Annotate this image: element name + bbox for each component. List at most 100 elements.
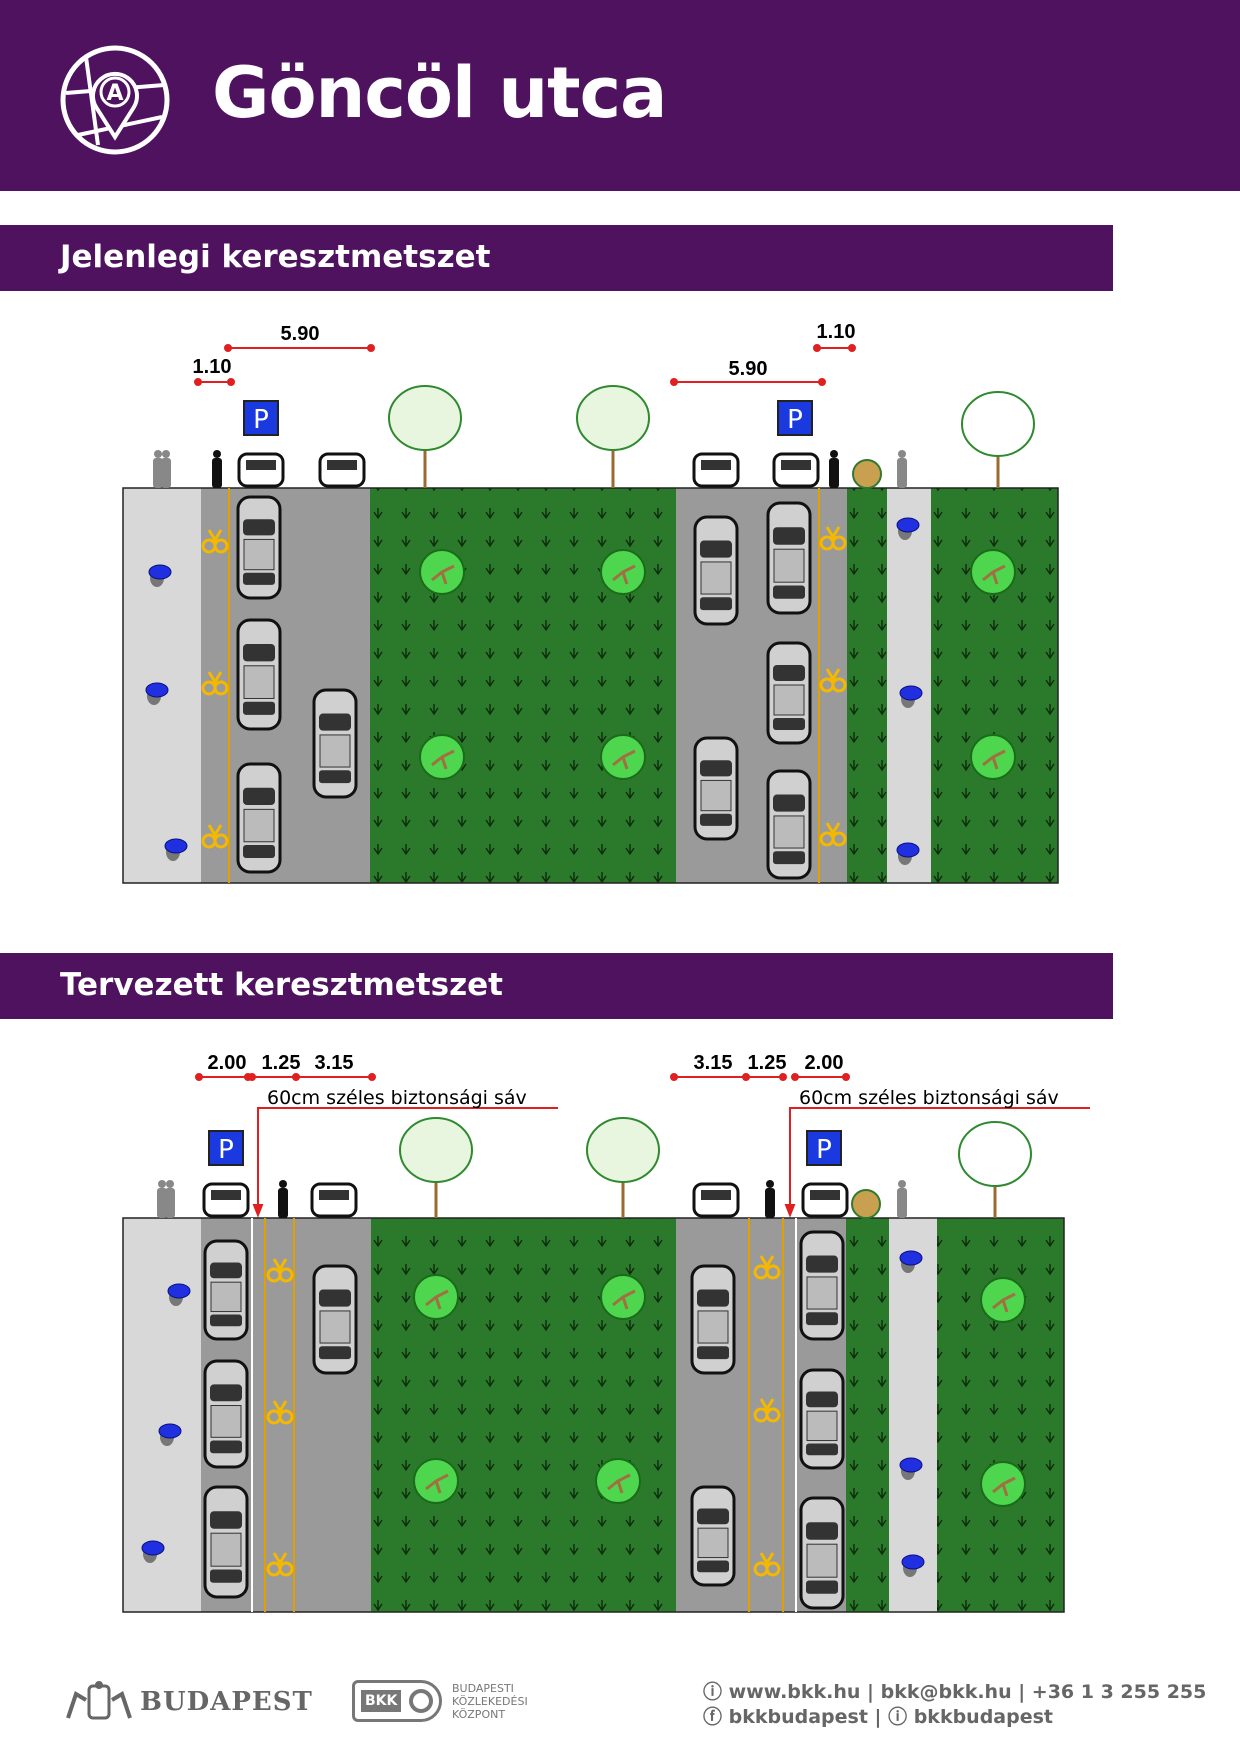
pedestrian-top-view (148, 564, 172, 587)
tree-top-view (970, 734, 1016, 780)
parking-sign: P (787, 405, 803, 435)
tree-top-view (600, 734, 646, 780)
pedestrian-top-view (899, 685, 923, 708)
car-top-view (236, 762, 282, 874)
pedestrian-top-view (899, 1457, 923, 1480)
person-elevation (765, 1180, 775, 1218)
diagram-border (122, 1217, 1065, 1613)
pedestrian-top-view (158, 1423, 182, 1446)
dimension-label: 1.10 (817, 321, 856, 343)
parking-sign: P (816, 1135, 832, 1165)
parking-sign: P (218, 1135, 234, 1165)
grass-strip (371, 1218, 676, 1612)
shrub-elevation (851, 1189, 881, 1219)
diagram-border (122, 487, 1059, 884)
tree-elevation (576, 385, 650, 488)
pedestrian-top-view (141, 1540, 165, 1563)
tree-elevation (388, 385, 462, 488)
tree-top-view (413, 1458, 459, 1504)
plan-view-planned (122, 1117, 1065, 1613)
tree-top-view (419, 734, 465, 780)
dimension-label: 5.90 (729, 358, 768, 380)
bkk-name-line: BUDAPESTI (452, 1681, 514, 1695)
dimensions-planned: 2.00 1.25 3.15 3.15 1.25 2.00 60cm széle… (195, 1052, 1090, 1218)
pedestrian-top-view (896, 517, 920, 540)
tree-top-view (595, 1458, 641, 1504)
tree-top-view (600, 549, 646, 595)
grass-strip (847, 488, 887, 883)
car-elevation (692, 452, 740, 488)
pedestrian-top-view (145, 682, 169, 705)
section-title-current: Jelenlegi keresztmetszet (0, 225, 1113, 291)
pedestrian-top-view (901, 1554, 925, 1577)
dimensions-current: 1.10 5.90 5.90 1.10 (193, 321, 856, 386)
pedestrian-top-view (896, 842, 920, 865)
bicycle-symbol (753, 1255, 781, 1280)
tree-top-view (419, 549, 465, 595)
page-header: A Göncöl utca (0, 0, 1240, 191)
map-pin-logo-icon: A (60, 45, 170, 155)
walk-strip (123, 1218, 201, 1612)
walk-strip (889, 1218, 937, 1612)
plan-view-current (122, 385, 1059, 884)
car-top-view (766, 501, 812, 615)
person-elevation (165, 1180, 175, 1218)
car-top-view (799, 1230, 845, 1341)
social-handles-line[interactable]: bkkbudapest | ⓘ bkkbudapest (728, 1706, 1054, 1728)
car-elevation (237, 452, 285, 488)
walk-strip (887, 488, 931, 883)
car-top-view (312, 1264, 358, 1375)
dimension-label: 1.10 (193, 356, 232, 378)
person-elevation (897, 1180, 907, 1218)
car-top-view (203, 1359, 249, 1469)
pedestrian-top-view (167, 1283, 191, 1306)
pedestrian-top-view (164, 838, 188, 861)
bicycle-symbol (266, 1400, 294, 1425)
tree-top-view (980, 1277, 1026, 1323)
bicycle-symbol (753, 1398, 781, 1423)
car-top-view (693, 736, 739, 841)
bicycle-symbol (819, 668, 847, 693)
car-top-view (766, 641, 812, 745)
car-top-view (693, 515, 739, 626)
grass-strip (931, 488, 1058, 883)
tree-elevation (958, 1121, 1032, 1218)
safety-strip-annotation: 60cm széles biztonsági sáv (267, 1087, 527, 1109)
svg-text:A: A (106, 81, 123, 106)
contact-info: ⓘ www.bkk.hu | bkk@bkk.hu | +36 1 3 255 … (703, 1680, 1206, 1730)
budapest-coat-of-arms-icon (66, 1681, 132, 1720)
person-elevation (153, 450, 163, 488)
car-elevation (318, 452, 366, 488)
bicycle-symbol (201, 529, 229, 554)
car-elevation (310, 1182, 358, 1218)
car-top-view (236, 618, 282, 731)
bkk-name-line: KÖZLEKEDÉSI (452, 1694, 528, 1708)
bkk-name-line: KÖZPONT (452, 1707, 506, 1721)
dimension-label: 1.25 (748, 1052, 787, 1074)
car-top-view (690, 1264, 736, 1375)
car-elevation (801, 1182, 849, 1218)
dimension-label: 3.15 (694, 1052, 733, 1074)
person-elevation (829, 450, 839, 488)
bicycle-symbol (266, 1258, 294, 1283)
shrub-elevation (852, 459, 882, 489)
bicycle-symbol (266, 1552, 294, 1577)
contact-line[interactable]: www.bkk.hu | bkk@bkk.hu | +36 1 3 255 25… (728, 1681, 1207, 1703)
tree-top-view (413, 1274, 459, 1320)
road-strip (676, 1218, 846, 1612)
car-top-view (799, 1496, 845, 1610)
tree-elevation (399, 1117, 473, 1218)
bicycle-symbol (753, 1552, 781, 1577)
dimension-label: 2.00 (208, 1052, 247, 1074)
tree-top-view (980, 1461, 1026, 1507)
bicycle-symbol (819, 822, 847, 847)
person-elevation (161, 450, 171, 488)
car-top-view (203, 1485, 249, 1599)
pedestrian-top-view (899, 1250, 923, 1273)
bicycle-symbol (201, 671, 229, 696)
tree-elevation (961, 391, 1035, 488)
city-name: BUDAPEST (140, 1687, 313, 1717)
person-elevation (897, 450, 907, 488)
